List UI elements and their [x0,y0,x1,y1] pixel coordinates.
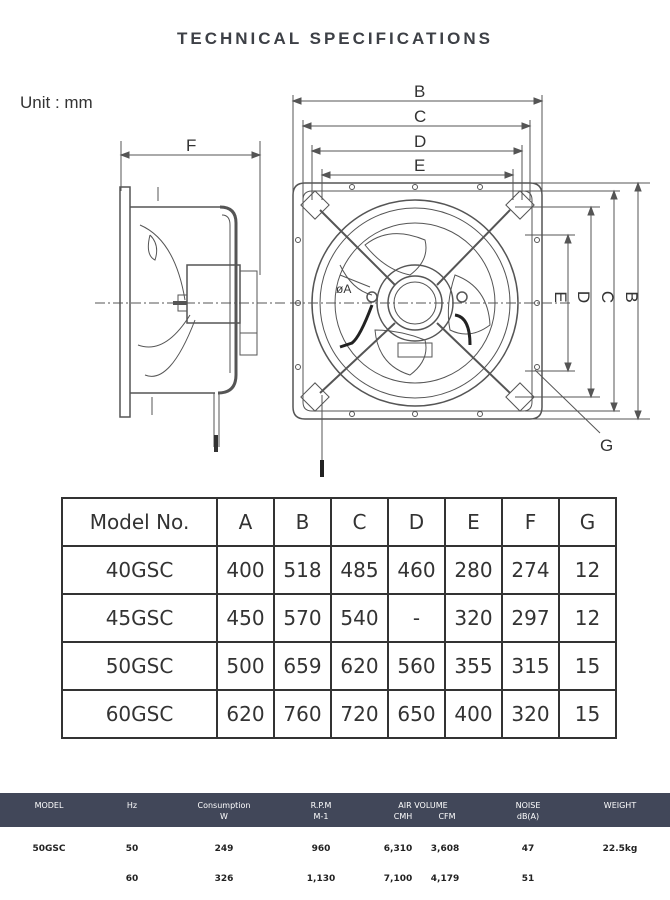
header-cell-e: E [444,497,503,547]
spec-header-noise-unit: dB(A) [516,812,540,821]
spec-cell-hz: 60 [125,874,139,884]
table-cell: 659 [273,641,332,691]
header-cell-a: A [216,497,275,547]
spec-cell-cfm: 3,608 [430,844,460,854]
table-cell: 280 [444,545,503,595]
fan-front-view: B C D E [290,82,650,477]
unit-label: Unit : mm [20,93,93,112]
table-cell: 760 [273,689,332,739]
spec-header-consumption-unit: W [220,812,228,821]
header-cell-c: C [330,497,389,547]
table-row: 50GSC 500 659 620 560 355 315 15 [61,641,617,691]
spec-header-cmh: CMH [393,812,413,821]
table-cell: 400 [216,545,275,595]
spec-cell-hz: 50 [125,844,139,854]
spec-cell-rpm: 960 [311,844,331,854]
table-cell: 50GSC [61,641,218,691]
table-cell: 320 [444,593,503,643]
table-cell: 485 [330,545,389,595]
spec-cell-cmh: 6,310 [383,844,413,854]
table-cell: 320 [501,689,560,739]
spec-header-model: MODEL [34,801,64,810]
table-cell: 315 [501,641,560,691]
table-row: 60GSC 620 760 720 650 400 320 15 [61,689,617,739]
dimension-table: Model No. A B C D E F G 40GSC 400 518 48… [61,497,617,739]
table-cell: 274 [501,545,560,595]
table-cell: 620 [216,689,275,739]
spec-header-cfm: CFM [438,812,456,821]
dim-label-d-top: D [414,132,426,151]
table-row: 45GSC 450 570 540 - 320 297 12 [61,593,617,643]
spec-cell-cfm: 4,179 [430,874,460,884]
spec-header-rpm: R.P.M [310,801,332,810]
table-cell: 15 [558,689,617,739]
table-cell: 60GSC [61,689,218,739]
header-cell-b: B [273,497,332,547]
spec-cell-noise: 51 [521,874,535,884]
header-cell-d: D [387,497,446,547]
table-cell: 400 [444,689,503,739]
table-cell: 560 [387,641,446,691]
spec-header-consumption: Consumption [197,801,251,810]
spec-cell-consumption: 249 [214,844,234,854]
table-cell: 297 [501,593,560,643]
table-row: 50GSC 50 249 960 6,310 3,608 47 22.5kg [0,844,670,864]
dim-label-a: øA [336,282,351,296]
page-title: TECHNICAL SPECIFICATIONS [177,29,493,48]
dim-label-b-top: B [414,82,425,101]
table-cell: - [387,593,446,643]
spec-cell-cmh: 7,100 [383,874,413,884]
dim-label-b-side: B [622,291,641,302]
dimension-table-header: Model No. A B C D E F G [61,497,617,547]
spec-header-air-volume: AIR VOLUME [398,801,448,810]
table-cell: 12 [558,593,617,643]
dim-label-c-top: C [414,107,426,126]
spec-header-bar: MODEL Hz Consumption W R.P.M M-1 AIR VOL… [0,793,670,827]
header-cell-g: G [558,497,617,547]
dim-label-f: F [186,136,196,155]
table-cell: 12 [558,545,617,595]
spec-header-rpm-unit: M-1 [313,812,329,821]
table-row: 40GSC 400 518 485 460 280 274 12 [61,545,617,595]
spec-cell-consumption: 326 [214,874,234,884]
table-cell: 450 [216,593,275,643]
table-cell: 500 [216,641,275,691]
spec-header-noise: NOISE [515,801,541,810]
table-cell: 720 [330,689,389,739]
table-cell: 540 [330,593,389,643]
table-cell: 460 [387,545,446,595]
dim-label-e-top: E [414,156,425,175]
table-cell: 40GSC [61,545,218,595]
header-cell-model: Model No. [61,497,218,547]
table-cell: 355 [444,641,503,691]
table-cell: 650 [387,689,446,739]
spec-cell-model: 50GSC [32,844,66,854]
spec-cell-weight: 22.5kg [602,844,638,854]
dim-label-e-side: E [551,291,570,302]
dim-label-g: G [600,436,613,455]
spec-cell-noise: 47 [521,844,535,854]
table-cell: 570 [273,593,332,643]
fan-side-view: F [95,136,285,452]
table-cell: 518 [273,545,332,595]
dim-label-d-side: D [574,291,593,303]
spec-cell-rpm: 1,130 [306,874,336,884]
table-cell: 620 [330,641,389,691]
fan-technical-drawing: Unit : mm F [20,82,650,477]
table-cell: 45GSC [61,593,218,643]
spec-header-hz: Hz [126,801,138,810]
header-cell-f: F [501,497,560,547]
table-cell: 15 [558,641,617,691]
performance-spec-table: MODEL Hz Consumption W R.P.M M-1 AIR VOL… [0,793,670,884]
table-row: 60 326 1,130 7,100 4,179 51 [0,874,670,894]
dim-label-c-side: C [598,291,617,303]
spec-header-weight: WEIGHT [603,801,637,810]
